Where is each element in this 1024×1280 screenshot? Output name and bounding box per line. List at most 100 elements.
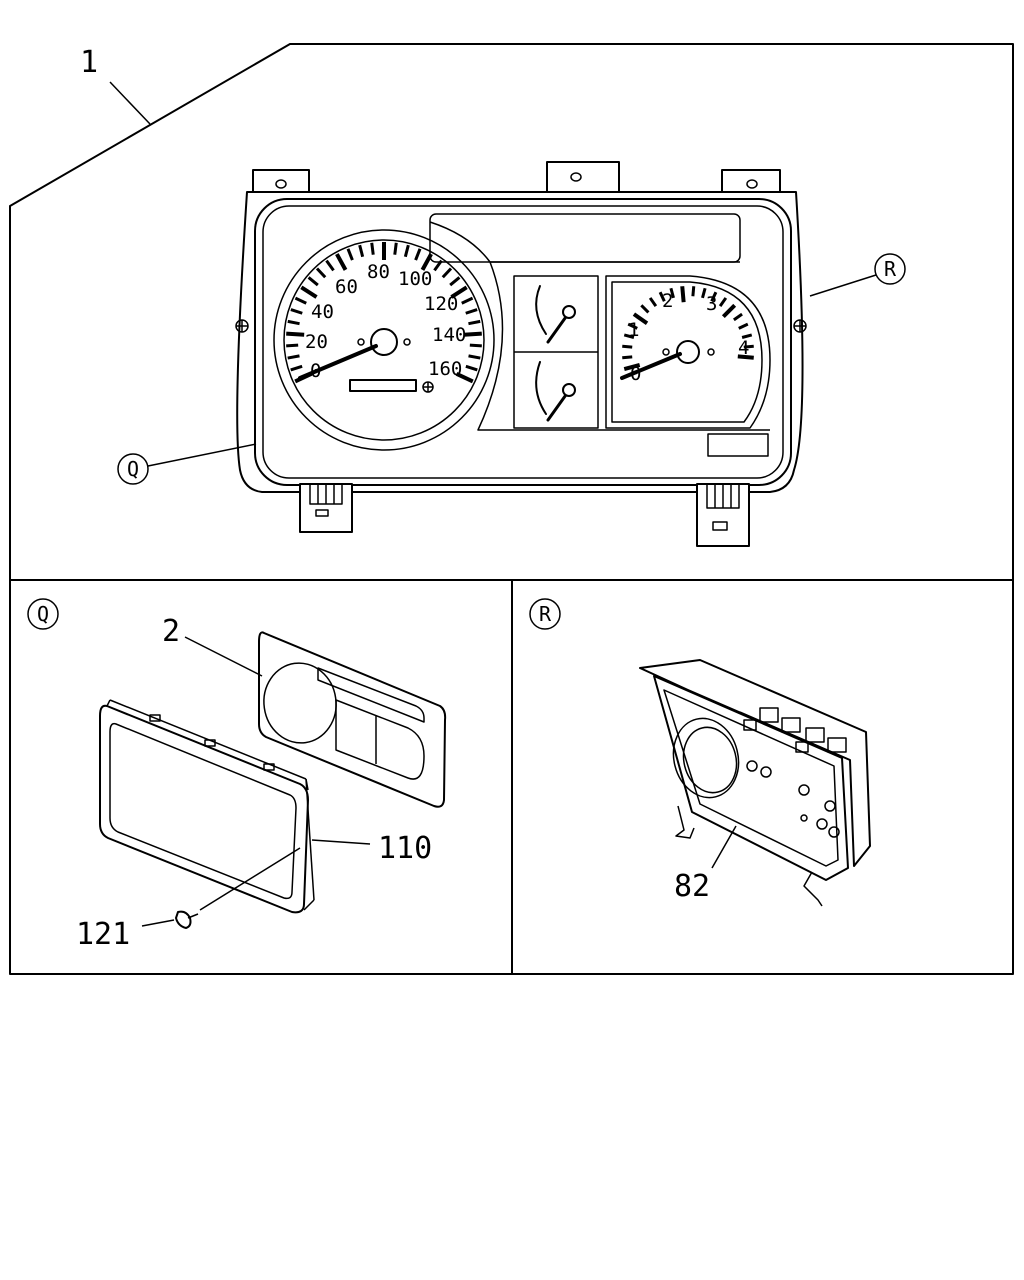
gauge-tick	[465, 364, 478, 372]
callout-2-label: 2	[162, 614, 180, 649]
tachometer-panel	[605, 275, 771, 429]
diagram-frame	[9, 43, 1014, 975]
detail-view-r: R	[529, 598, 871, 907]
speed-label-40: 40	[311, 301, 334, 323]
speed-label-20: 20	[305, 331, 328, 353]
rpm-label-0: 0	[630, 363, 641, 385]
gauge-tick	[741, 333, 753, 339]
gauge-tick	[627, 322, 638, 330]
gauge-tick	[622, 355, 633, 360]
gauge-tick	[691, 286, 696, 297]
gauge-tick	[669, 287, 675, 299]
screw-part: 121	[76, 847, 301, 952]
circuit-board-part: 82	[639, 659, 871, 907]
gauge-tick	[632, 312, 649, 325]
gauge-tick	[287, 354, 300, 360]
speedometer-needle	[298, 344, 378, 380]
gauge-tick	[623, 363, 641, 372]
gauge-tick	[623, 333, 635, 339]
rpm-label-3: 3	[706, 293, 717, 315]
gauge-tick	[287, 319, 300, 326]
detail-ref-q-label: Q	[127, 457, 139, 481]
gauge-tick	[455, 371, 474, 384]
gauge-tick	[733, 312, 743, 322]
rpm-label-2: 2	[662, 290, 673, 312]
gauge-tick	[433, 259, 443, 272]
speedometer-hub	[370, 328, 398, 356]
odometer-window	[349, 379, 417, 392]
bottom-connectors	[299, 483, 750, 547]
warning-lamp-window	[707, 433, 769, 457]
gauge-tick	[449, 276, 461, 287]
mount-tab-center	[546, 161, 620, 195]
view-r-label: R	[539, 602, 552, 626]
gauge-tick	[420, 253, 433, 271]
detail-ref-r-label: R	[884, 257, 897, 281]
gauge-tick	[414, 248, 422, 261]
gauge-tick	[463, 331, 482, 337]
callout-82-label: 82	[674, 869, 710, 904]
gauge-tick	[721, 303, 737, 319]
gauge-tick	[718, 297, 728, 307]
gauge-tick	[710, 291, 718, 302]
cluster-bezel	[254, 198, 792, 486]
gauge-tick	[286, 331, 305, 337]
speed-label-100: 100	[398, 268, 432, 290]
gauge-tick	[622, 344, 633, 349]
gauge-tick	[468, 319, 481, 326]
rpm-label-1: 1	[628, 319, 639, 341]
gauge-tick	[346, 248, 354, 261]
gauge-tick	[640, 304, 650, 314]
speed-label-60: 60	[335, 276, 358, 298]
gauge-tick	[648, 297, 658, 307]
gauge-tick	[403, 244, 410, 258]
speed-label-80: 80	[367, 261, 390, 283]
gauge-tick	[290, 308, 303, 315]
gauge-tick	[300, 285, 318, 299]
gauge-tick	[680, 286, 686, 303]
gauge-tick	[465, 308, 478, 315]
gauge-tick	[469, 343, 482, 348]
gauge-tick	[335, 253, 348, 271]
callout-121-label: 121	[76, 917, 130, 952]
speed-label-140: 140	[432, 324, 466, 346]
gauge-tick	[738, 322, 749, 330]
speed-label-0: 0	[310, 360, 321, 382]
gauge-tick	[370, 242, 375, 255]
gauge-tick	[325, 259, 335, 272]
speed-label-120: 120	[424, 293, 458, 315]
gauge-tick	[307, 276, 319, 287]
gauge-tick	[658, 291, 666, 302]
gauge-tick	[468, 354, 481, 360]
case-part: 110	[99, 699, 432, 914]
gauge-tick	[450, 285, 468, 299]
tachometer: 0 1 2 3 4	[605, 275, 771, 457]
detail-view-q: Q 2 110	[27, 598, 447, 952]
tachometer-hub	[676, 340, 700, 364]
gauge-tick	[701, 287, 707, 299]
gauge-tick	[441, 267, 453, 279]
callout-1: 1	[80, 45, 151, 125]
speedometer: 0 20 40 60 80 100 120 140 160	[273, 229, 495, 451]
gauge-tick	[393, 242, 398, 255]
rpm-label-4: 4	[738, 337, 749, 359]
gauge-tick	[358, 244, 365, 258]
callout-1-label: 1	[80, 45, 98, 80]
speed-label-160: 160	[428, 358, 462, 380]
lens-part: 2	[162, 614, 447, 808]
detail-ref-r: R	[809, 253, 906, 297]
instrument-cluster: 0 20 40 60 80 100 120 140 160	[235, 161, 807, 547]
gauge-tick	[315, 267, 327, 279]
gauge-tick	[290, 364, 303, 372]
callout-110-label: 110	[378, 831, 432, 866]
gauge-tick	[461, 296, 474, 305]
detail-ref-q: Q	[117, 443, 257, 485]
tachometer-needle	[620, 352, 682, 380]
gauge-tick	[743, 344, 754, 349]
gauge-tick	[737, 354, 754, 360]
gauge-tick	[286, 343, 299, 348]
view-q-label: Q	[37, 602, 49, 626]
auxiliary-gauges	[513, 275, 599, 429]
gauge-tick	[294, 296, 307, 305]
